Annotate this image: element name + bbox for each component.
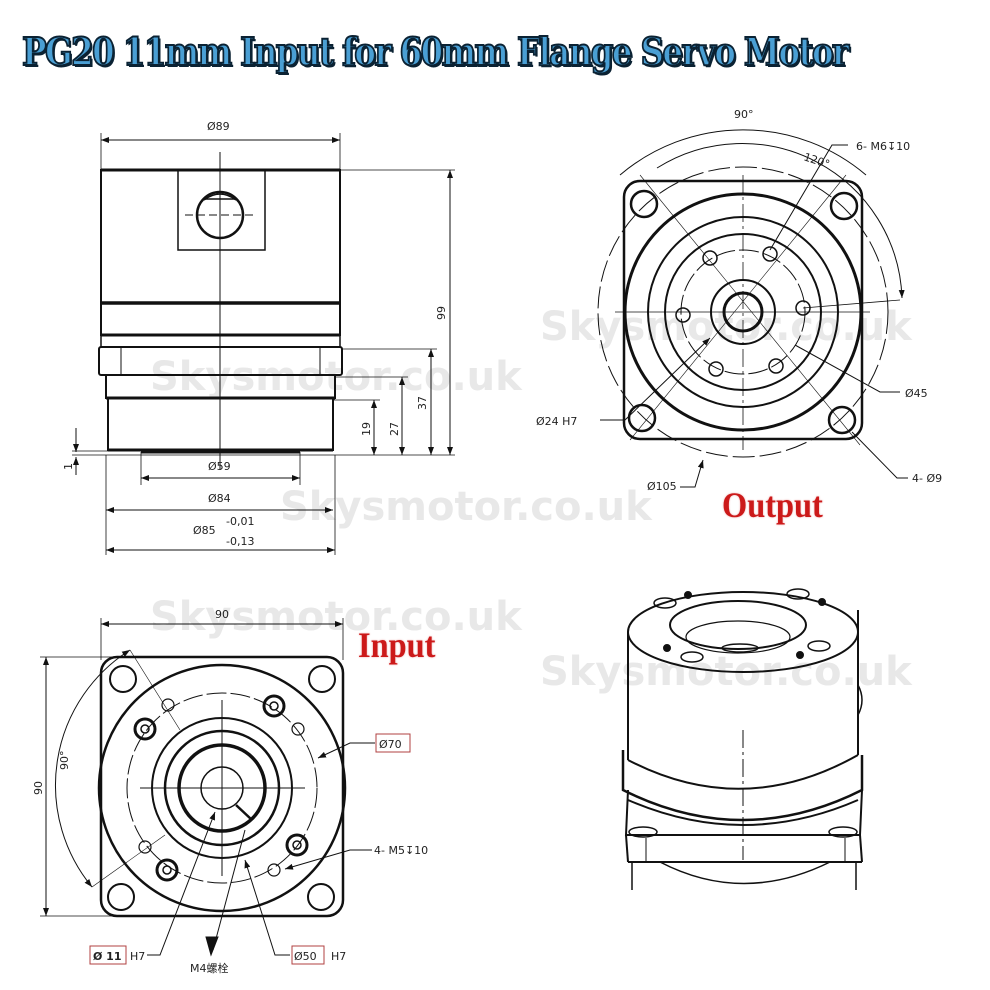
dim-dia-50-tol: H7	[331, 950, 346, 963]
dim-37: 37	[416, 396, 429, 410]
page-title: PG20 11mm Input for 60mm Flange Servo Mo…	[21, 28, 850, 75]
callout-m5-holes: 4- M5↧10	[374, 844, 428, 857]
output-view-labels: 90° 120° 6- M6↧10 Ø45 Ø24 H7 Ø105 4- Ø9	[536, 108, 942, 493]
dim-dia-50: Ø50	[294, 950, 317, 963]
dim-99: 99	[435, 306, 448, 320]
svg-text:Skysmotor.co.uk: Skysmotor.co.uk	[280, 484, 653, 530]
dim-dia-11: Ø 11	[93, 950, 122, 963]
callout-m4-bolt: M4螺栓	[190, 961, 229, 975]
dim-1: 1	[62, 463, 75, 470]
dim-dia-105: Ø105	[647, 480, 677, 493]
dim-dia-89: Ø89	[207, 120, 230, 133]
dim-dia-45: Ø45	[905, 387, 928, 400]
dim-dia-85: Ø85	[193, 524, 216, 537]
output-view	[597, 129, 908, 488]
dim-dia-59: Ø59	[208, 460, 231, 473]
svg-text:Skysmotor.co.uk: Skysmotor.co.uk	[150, 594, 523, 640]
dim-dia-24: Ø24 H7	[536, 415, 577, 428]
side-view	[72, 133, 455, 555]
dim-dia-84: Ø84	[208, 492, 231, 505]
dim-dia-70: Ø70	[379, 738, 402, 751]
tol-upper: -0,01	[226, 515, 254, 528]
dim-dia-11-tol: H7	[130, 950, 145, 963]
output-label: Output	[722, 485, 823, 525]
callout-m6-holes: 6- M6↧10	[856, 140, 910, 153]
input-view-labels: 90 90 90° Ø70 4- M5↧10 Ø 11 H7 M4螺栓 Ø50 …	[32, 608, 428, 975]
callout-corner-holes: 4- Ø9	[912, 472, 942, 485]
dim-27: 27	[388, 422, 401, 436]
dim-19: 19	[360, 422, 373, 436]
dim-angle-90: 90°	[58, 751, 71, 771]
isometric-view	[621, 588, 864, 890]
dim-height-90: 90	[32, 781, 45, 795]
input-label: Input	[358, 625, 436, 665]
dim-width-90: 90	[215, 608, 229, 621]
side-view-labels: Ø89 99 37 27 19 1 Ø59 Ø84 Ø85 -0,01 -0,1…	[62, 120, 448, 548]
tol-lower: -0,13	[226, 535, 254, 548]
dim-angle-90: 90°	[734, 108, 754, 121]
input-view	[40, 618, 411, 965]
